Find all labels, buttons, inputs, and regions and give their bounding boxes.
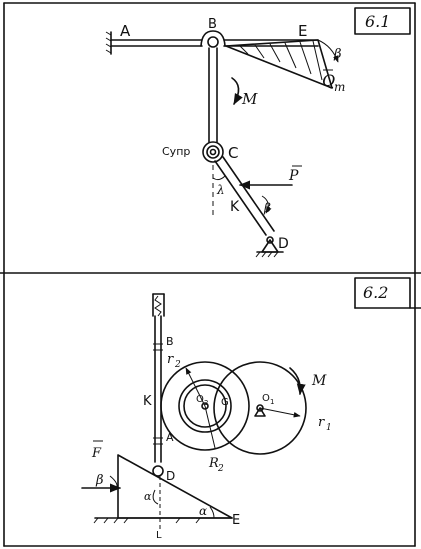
figure-number-6-1: 6.1 (365, 12, 390, 31)
figure-number-box-6-1: 6.1 (354, 7, 411, 35)
diagram-6-1: 6.1 (105, 7, 411, 258)
svg-text:1: 1 (326, 423, 332, 433)
label-l: L (156, 530, 162, 541)
moment-m-arrow-2 (289, 367, 306, 396)
beam-abe (110, 39, 319, 47)
radius-R2-line (204, 405, 216, 449)
svg-text:R: R (208, 456, 219, 471)
label-o2: O 2 (196, 394, 208, 407)
force-p (238, 165, 302, 190)
angle-lambda-arc (212, 175, 226, 181)
label-q-m: Q m (322, 69, 345, 94)
label-beta-load: β (333, 47, 342, 62)
hinge-b (200, 30, 226, 48)
svg-text:r: r (167, 352, 174, 367)
label-lambda: λ (216, 183, 225, 197)
svg-text:1: 1 (270, 398, 274, 406)
roller-d (152, 465, 164, 477)
label-r2: r 2 (167, 352, 181, 370)
label-e: E (298, 22, 307, 40)
rod-bc (208, 47, 218, 143)
svg-text:O: O (196, 394, 204, 405)
support-d (255, 236, 284, 258)
radius-r1-line (259, 407, 301, 418)
distributed-load (225, 39, 339, 89)
angle-beta-arc (261, 195, 272, 214)
angle-alpha-arc (152, 489, 159, 505)
angle-beta-arc-2 (109, 475, 118, 491)
label-k-2: K (143, 394, 152, 409)
label-k: K (230, 199, 240, 215)
label-a-2: A (166, 431, 174, 444)
svg-text:O: O (262, 393, 270, 404)
top-spring-support (152, 293, 165, 317)
diagram-6-2: 6.2 (81, 277, 421, 541)
label-b-2: B (166, 335, 174, 348)
label-c: C (228, 144, 238, 162)
gear-o2 (160, 361, 250, 451)
label-b: B (208, 17, 217, 32)
label-r1: r 1 (318, 415, 332, 433)
figure-number-box-6-2: 6.2 (354, 277, 421, 309)
figure-number-6-2: 6.2 (363, 283, 388, 302)
label-m-2: M (311, 373, 327, 389)
radius-r2-line (185, 367, 206, 407)
label-f: F (91, 446, 102, 461)
label-g: G (221, 397, 229, 408)
spiral-spring-c (202, 141, 224, 163)
svg-text:m: m (334, 80, 345, 94)
support-a (105, 31, 112, 55)
label-alpha: α (144, 490, 152, 503)
svg-text:2: 2 (204, 399, 208, 407)
gear-o1 (213, 361, 307, 455)
label-alpha-2: α (199, 504, 207, 518)
label-p: P (288, 168, 299, 184)
label-d: D (278, 236, 289, 252)
label-beta-force: β (263, 201, 271, 215)
label-c-spring: Cупр (162, 145, 190, 158)
label-beta-2: β (95, 473, 104, 488)
svg-text:r: r (318, 415, 325, 430)
label-o1: O 1 (262, 393, 274, 406)
label-a: A (120, 22, 131, 40)
label-R2: R 2 (208, 456, 224, 474)
vertical-rack-rod (153, 315, 163, 463)
rod-cd (214, 156, 275, 236)
svg-text:2: 2 (217, 464, 224, 474)
svg-text:2: 2 (174, 360, 181, 370)
svg-text:Q: Q (322, 71, 335, 90)
label-m: M (241, 90, 258, 108)
angle-alpha2-arc (209, 506, 215, 519)
label-d-2: D (166, 469, 175, 483)
moment-m-arrow (231, 77, 243, 105)
label-e-2: E (232, 513, 240, 528)
